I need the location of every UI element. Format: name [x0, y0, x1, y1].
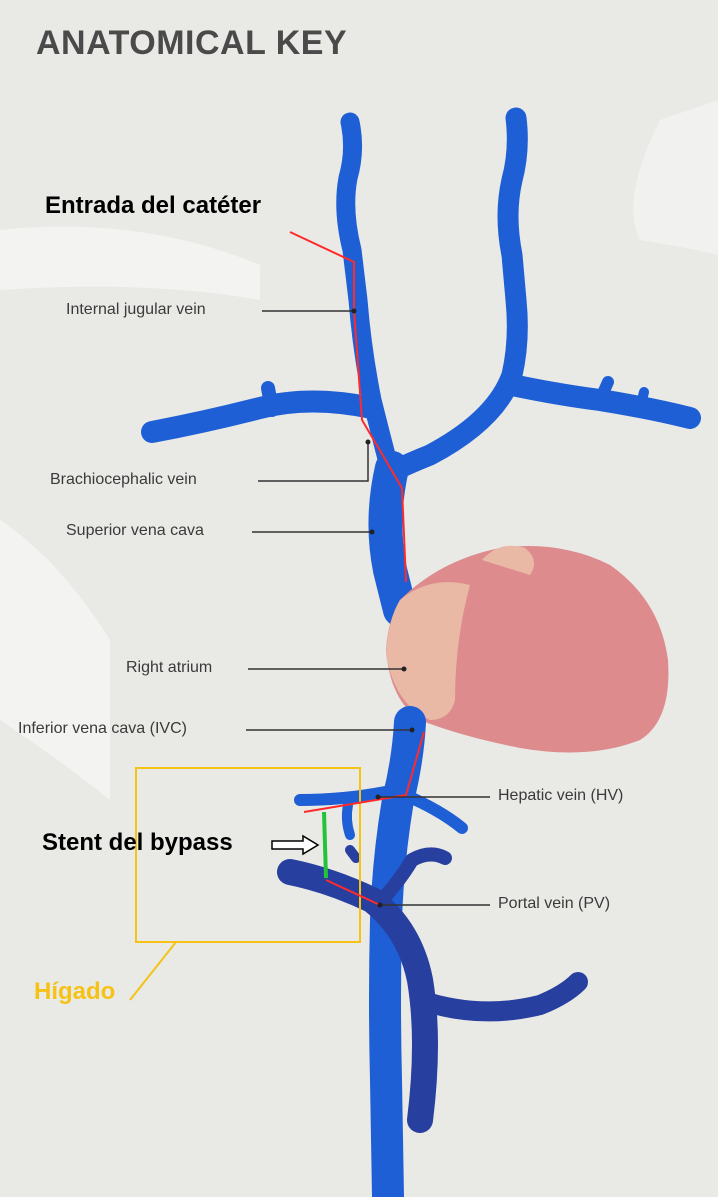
right-internal-jugular-vein: [392, 118, 517, 472]
bypass-stent-annotation: Stent del bypass: [42, 829, 233, 857]
label-brachiocephalic-vein: Brachiocephalic vein: [50, 471, 197, 489]
label-hepatic-vein: Hepatic vein (HV): [498, 787, 623, 805]
label-portal-vein: Portal vein (PV): [498, 895, 610, 913]
right-subclavian-branch-2: [640, 392, 644, 408]
hepatic-vein-branch: [347, 805, 350, 835]
hepatic-vein-right: [405, 795, 462, 828]
splenic-vein: [420, 982, 578, 1011]
superior-vena-cava: [385, 468, 400, 610]
left-subclavian-vein: [152, 402, 372, 433]
stent-arrow-icon: [272, 836, 318, 854]
page-title: ANATOMICAL KEY: [36, 24, 347, 63]
portal-vein: [290, 872, 425, 1120]
label-superior-vena-cava: Superior vena cava: [66, 522, 204, 540]
leader-brachiocephalic: [258, 442, 368, 481]
label-right-atrium: Right atrium: [126, 659, 212, 677]
label-internal-jugular-vein: Internal jugular vein: [66, 301, 206, 319]
label-inferior-vena-cava: Inferior vena cava (IVC): [18, 720, 187, 738]
left-subclavian-branch: [268, 388, 272, 410]
portal-vein-stub: [350, 850, 356, 858]
catheter-entry-annotation: Entrada del catéter: [45, 192, 261, 220]
liver-pointer-line: [130, 942, 176, 1000]
right-subclavian-branch: [600, 382, 608, 400]
heart: [386, 546, 668, 753]
liver-annotation: Hígado: [34, 978, 115, 1006]
bypass-stent: [324, 812, 326, 878]
